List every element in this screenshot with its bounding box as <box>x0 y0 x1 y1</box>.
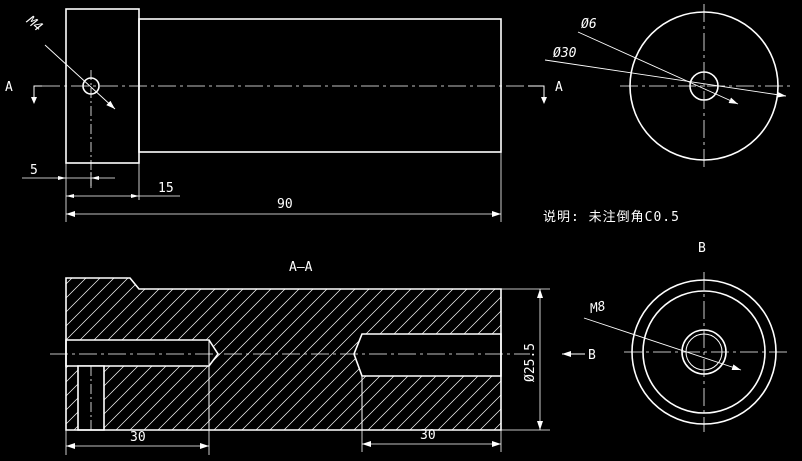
dim-5-text: 5 <box>30 163 38 178</box>
section-mark-right: A <box>555 80 563 95</box>
side-view-top <box>544 4 790 168</box>
section-arrow-right <box>528 85 545 101</box>
m4-label: M4 <box>23 13 45 35</box>
dim-30-right-text: 30 <box>420 428 436 443</box>
m4-bore <box>65 339 219 367</box>
dim-30-left-text: 30 <box>130 430 146 445</box>
dim-90-text: 90 <box>277 197 293 212</box>
shaft-outline <box>138 18 502 153</box>
chamfer-note: 说明: 未注倒角C0.5 <box>543 210 680 225</box>
m4-leader <box>44 44 116 110</box>
m8-bore <box>353 333 502 377</box>
m8-label: M8 <box>588 299 608 317</box>
view-b <box>583 272 790 432</box>
section-arrow-left <box>33 85 42 101</box>
section-mark-left: A <box>5 80 13 95</box>
dia30-label: Ø30 <box>553 46 577 61</box>
dia6-label: Ø6 <box>581 17 597 32</box>
dim-15-text: 15 <box>158 181 174 196</box>
dim-dia25-text: Ø25.5 <box>523 343 538 382</box>
section-title: A–A <box>289 260 313 275</box>
view-b-mark: B <box>588 348 596 363</box>
view-b-title: B <box>698 241 706 256</box>
m8-leader <box>583 317 742 371</box>
dia6-leader <box>577 31 739 105</box>
section-view <box>50 277 585 455</box>
dia30-leader <box>544 59 787 98</box>
front-view <box>22 8 547 222</box>
